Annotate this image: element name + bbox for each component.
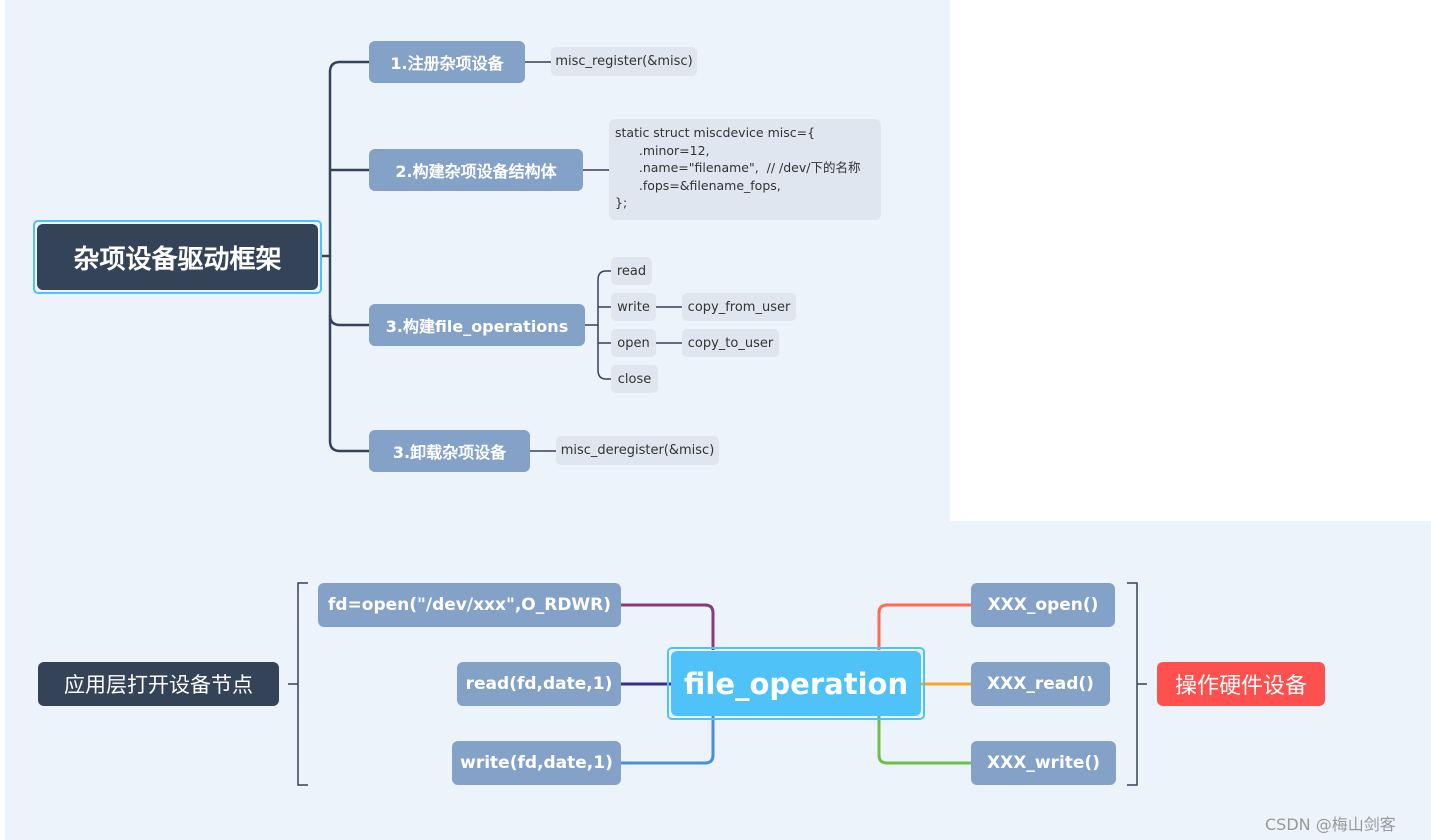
branch-register[interactable]: 1.注册杂项设备 <box>369 41 525 83</box>
leaf-misc-register[interactable]: misc_register(&misc) <box>551 47 697 76</box>
call-read[interactable]: read(fd,date,1) <box>457 662 621 706</box>
root-selection <box>33 220 322 294</box>
connector-branch-3 <box>328 314 369 327</box>
leaf-copy-to-user[interactable]: copy_to_user <box>682 329 779 357</box>
app-layer-node[interactable]: 应用层打开设备节点 <box>38 662 279 706</box>
hardware-node[interactable]: 操作硬件设备 <box>1157 662 1325 706</box>
left-bracket <box>288 582 308 786</box>
right-bracket <box>1127 582 1147 786</box>
leaf-struct-code[interactable]: static struct miscdevice misc={ .minor=1… <box>609 119 881 220</box>
leaf-copy-from-user[interactable]: copy_from_user <box>682 293 796 321</box>
leaf-misc-deregister[interactable]: misc_deregister(&misc) <box>556 436 719 465</box>
branch-struct[interactable]: 2.构建杂项设备结构体 <box>369 149 583 191</box>
connector-copy <box>656 306 682 344</box>
connector-xxx-write <box>877 716 971 765</box>
leaf-read[interactable]: read <box>611 257 652 285</box>
leaf-close[interactable]: close <box>611 365 658 393</box>
driver-read[interactable]: XXX_read() <box>971 662 1110 706</box>
driver-open[interactable]: XXX_open() <box>971 583 1115 627</box>
blank-area <box>950 0 1431 521</box>
left-edge <box>0 0 5 840</box>
root-node[interactable]: 杂项设备驱动框架 <box>37 224 318 290</box>
connector-write <box>621 716 715 765</box>
watermark: CSDN @梅山剑客 <box>1265 815 1396 834</box>
branch-deregister[interactable]: 3.卸载杂项设备 <box>369 430 530 472</box>
driver-write[interactable]: XXX_write() <box>971 741 1116 785</box>
branch-fops[interactable]: 3.构建file_operations <box>369 304 585 346</box>
connector-fops <box>585 270 611 380</box>
connector-xxx-open <box>877 603 971 650</box>
file-operation-node[interactable]: file_operation <box>671 651 921 716</box>
call-open[interactable]: fd=open("/dev/xxx",O_RDWR) <box>318 583 621 627</box>
leaf-write[interactable]: write <box>611 293 656 321</box>
center-selection <box>667 647 925 720</box>
call-write[interactable]: write(fd,date,1) <box>452 741 621 785</box>
connector-spine <box>328 60 369 453</box>
connector-open <box>621 603 715 650</box>
leaf-open[interactable]: open <box>611 329 656 357</box>
